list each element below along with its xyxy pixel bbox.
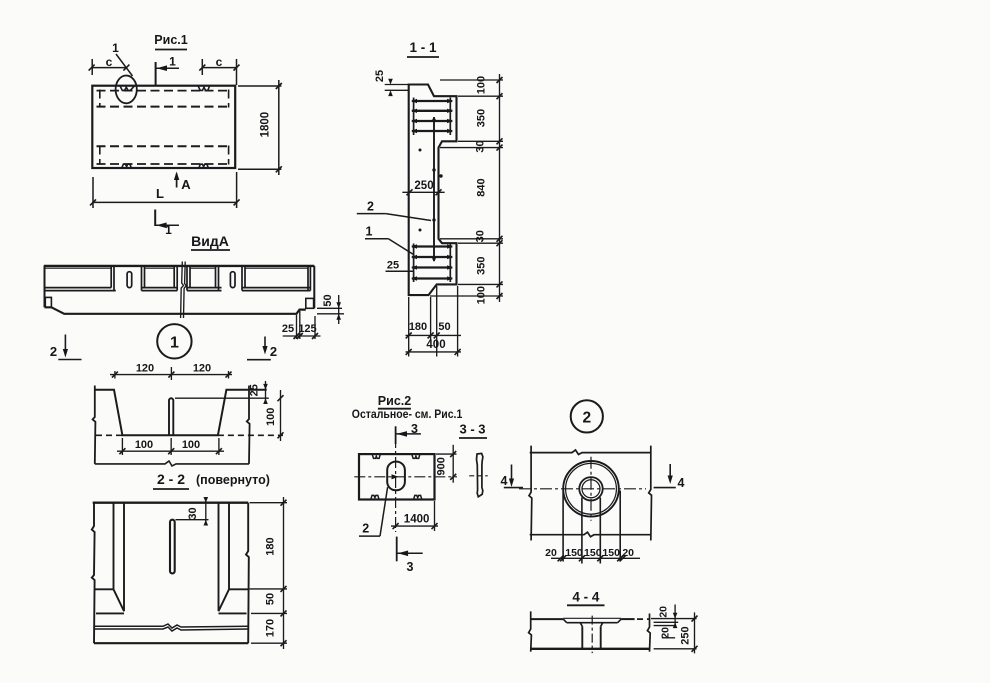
svg-text:1 - 1: 1 - 1 bbox=[409, 40, 437, 55]
svg-text:150: 150 bbox=[565, 547, 583, 559]
svg-text:ВидА: ВидА bbox=[191, 233, 229, 249]
svg-text:Остальное- см. Рис.1: Остальное- см. Рис.1 bbox=[352, 407, 463, 421]
svg-text:A: A bbox=[181, 177, 191, 192]
svg-text:2: 2 bbox=[582, 410, 591, 427]
svg-text:900: 900 bbox=[435, 457, 447, 475]
svg-text:1400: 1400 bbox=[404, 514, 430, 526]
svg-text:3: 3 bbox=[411, 422, 418, 436]
svg-text:20: 20 bbox=[545, 547, 557, 559]
svg-text:2: 2 bbox=[367, 200, 374, 214]
svg-text:2 - 2: 2 - 2 bbox=[157, 471, 185, 487]
svg-text:Рис.2: Рис.2 bbox=[378, 394, 411, 408]
svg-text:840: 840 bbox=[476, 178, 488, 196]
svg-text:120: 120 bbox=[136, 363, 154, 375]
svg-text:1: 1 bbox=[112, 41, 119, 55]
svg-text:30: 30 bbox=[187, 507, 199, 519]
svg-text:50: 50 bbox=[438, 321, 450, 333]
svg-text:170: 170 bbox=[265, 619, 277, 637]
svg-text:2: 2 bbox=[270, 344, 277, 359]
svg-text:400: 400 bbox=[426, 339, 445, 351]
svg-text:c: c bbox=[216, 55, 223, 69]
svg-text:25: 25 bbox=[387, 260, 399, 272]
svg-text:100: 100 bbox=[265, 408, 277, 426]
svg-text:3 - 3: 3 - 3 bbox=[459, 422, 485, 437]
svg-text:20: 20 bbox=[622, 547, 634, 559]
svg-text:30: 30 bbox=[475, 140, 487, 152]
svg-text:1: 1 bbox=[170, 335, 179, 352]
svg-text:350: 350 bbox=[476, 257, 488, 275]
svg-text:Рис.1: Рис.1 bbox=[154, 33, 187, 47]
svg-text:1: 1 bbox=[169, 55, 176, 69]
svg-text:30: 30 bbox=[475, 230, 487, 242]
svg-text:4: 4 bbox=[678, 476, 685, 490]
svg-text:120: 120 bbox=[193, 363, 211, 375]
svg-text:1: 1 bbox=[165, 223, 172, 237]
svg-text:25: 25 bbox=[374, 70, 386, 82]
svg-text:25: 25 bbox=[248, 384, 260, 396]
svg-text:1800: 1800 bbox=[259, 112, 271, 138]
svg-text:180: 180 bbox=[409, 321, 427, 333]
svg-text:L: L bbox=[156, 186, 164, 201]
svg-text:350: 350 bbox=[476, 109, 488, 127]
svg-text:20: 20 bbox=[659, 627, 671, 639]
svg-text:150: 150 bbox=[602, 547, 620, 559]
svg-text:125: 125 bbox=[298, 323, 316, 335]
svg-text:100: 100 bbox=[182, 439, 200, 451]
svg-text:(повернуто): (повернуто) bbox=[196, 473, 270, 487]
svg-text:25: 25 bbox=[282, 323, 294, 335]
svg-text:2: 2 bbox=[50, 344, 57, 359]
svg-text:4 - 4: 4 - 4 bbox=[572, 590, 600, 605]
svg-text:2: 2 bbox=[362, 522, 369, 536]
svg-text:c: c bbox=[106, 55, 113, 69]
svg-text:50: 50 bbox=[322, 294, 334, 306]
svg-text:180: 180 bbox=[265, 537, 277, 555]
svg-text:100: 100 bbox=[476, 76, 488, 94]
svg-text:250: 250 bbox=[679, 626, 691, 644]
svg-text:3: 3 bbox=[407, 560, 414, 574]
svg-text:100: 100 bbox=[476, 286, 488, 304]
svg-text:1: 1 bbox=[366, 225, 373, 239]
svg-text:20: 20 bbox=[657, 606, 669, 618]
svg-text:100: 100 bbox=[135, 439, 153, 451]
svg-text:250: 250 bbox=[414, 180, 433, 192]
svg-text:50: 50 bbox=[265, 593, 277, 605]
svg-text:150: 150 bbox=[584, 547, 602, 559]
svg-text:4: 4 bbox=[501, 474, 508, 488]
